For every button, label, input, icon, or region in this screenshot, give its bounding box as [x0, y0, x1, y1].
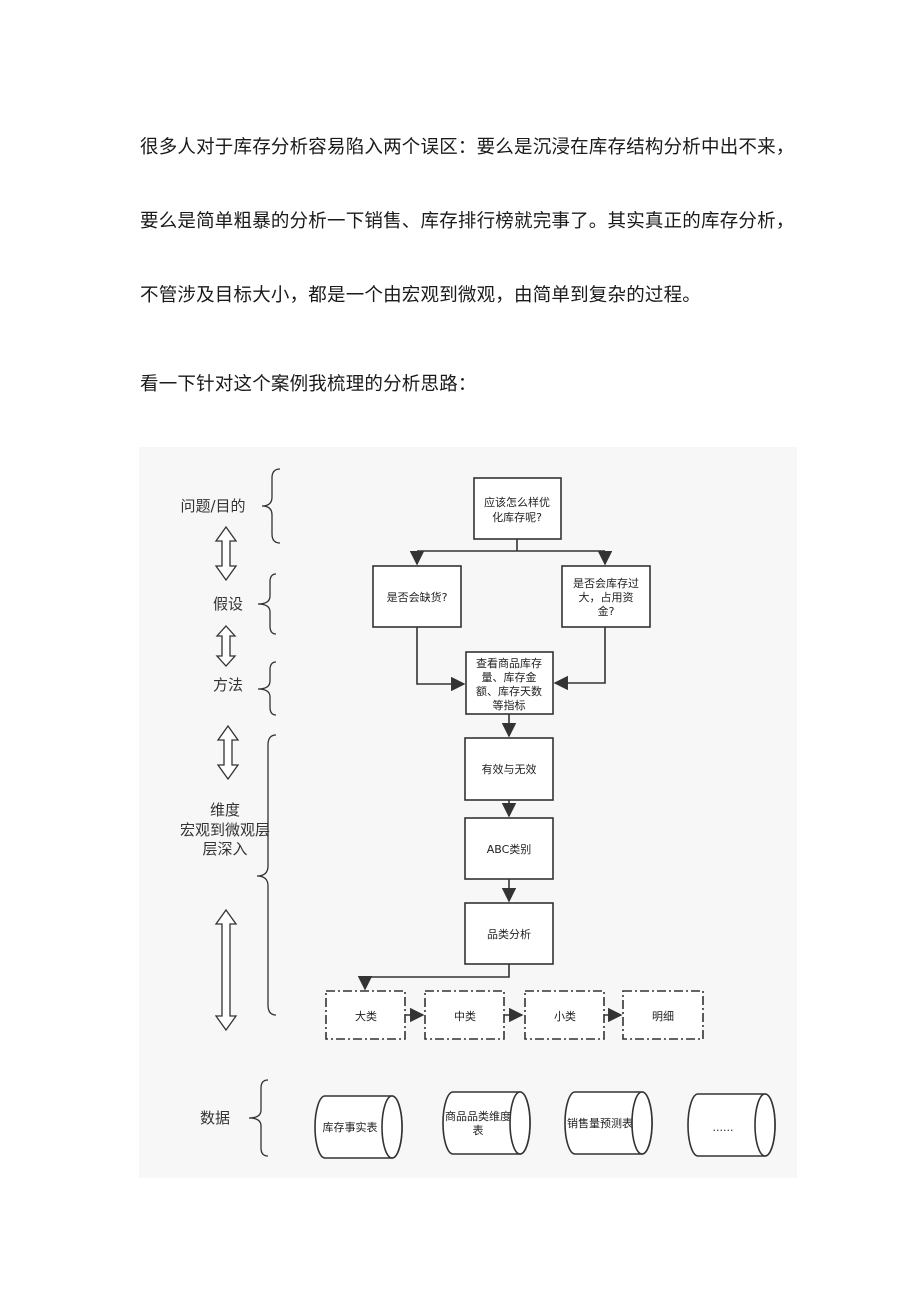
node-overstock	[561, 565, 651, 628]
node-abc-text: ABC类别	[487, 842, 532, 856]
edge-root-split	[417, 539, 605, 552]
edge-category-levels	[357, 964, 510, 991]
stage-hypothesis-label: 假设	[213, 595, 243, 613]
node-valid-text: 有效与无效	[482, 762, 537, 776]
intro-line-3: 不管涉及目标大小，都是一个由宏观到微观，由简单到复杂的过程。	[140, 285, 702, 306]
node-category	[464, 902, 554, 965]
brace-hypothesis	[257, 573, 277, 635]
level-box-4	[622, 990, 704, 1040]
node-metrics-text-4: 等指标	[493, 698, 526, 712]
node-metrics-text-3: 额、库存天数	[476, 684, 542, 698]
double-arrow-1	[214, 525, 238, 582]
node-abc	[464, 817, 554, 880]
brace-data	[248, 1079, 269, 1157]
data-source-cylinder-3	[564, 1091, 653, 1155]
node-root-text-2: 化库存呢?	[492, 510, 542, 524]
level-box-1	[325, 990, 406, 1040]
data-source-text-2a: 商品品类维度	[445, 1109, 511, 1123]
node-overstock-text-2: 大，占用资	[579, 590, 634, 604]
edge-shortage-metrics	[416, 627, 466, 692]
node-category-text: 品类分析	[487, 927, 531, 941]
data-source-text-3: 销售量预测表	[567, 1116, 633, 1130]
stage-dimension-label-1: 维度	[210, 801, 240, 819]
level-box-3	[524, 990, 605, 1040]
brace-goal	[261, 468, 281, 544]
intro-lead: 看一下针对这个案例我梳理的分析思路：	[140, 374, 477, 395]
stage-data-label: 数据	[200, 1109, 230, 1127]
level-text-1: 大类	[355, 1009, 377, 1023]
node-valid	[464, 737, 554, 801]
node-overstock-text-3: 金?	[598, 604, 615, 618]
level-text-3: 小类	[554, 1009, 576, 1023]
brace-method	[257, 661, 277, 716]
diagram-panel	[139, 447, 797, 1178]
brace-dimension	[256, 734, 277, 1016]
data-source-cylinder-1	[314, 1095, 403, 1159]
level-text-4: 明细	[652, 1010, 674, 1023]
edge-overstock-metrics	[553, 627, 606, 691]
node-root-text-1: 应该怎么样优	[484, 495, 550, 509]
node-metrics-text-2: 量、库存金	[482, 670, 537, 684]
node-metrics	[465, 651, 554, 715]
data-source-text-2b: 表	[473, 1123, 484, 1137]
level-box-2	[424, 990, 505, 1040]
stage-dimension-label-3: 层深入	[202, 840, 247, 858]
node-overstock-text-1: 是否会库存过	[573, 576, 639, 590]
data-source-text-4: ......	[713, 1121, 734, 1134]
double-arrow-4	[214, 908, 238, 1032]
intro-line-1: 很多人对于库存分析容易陷入两个误区：要么是沉浸在库存结构分析中出不来，	[140, 137, 795, 158]
node-metrics-text-1: 查看商品库存	[476, 656, 542, 670]
level-text-2: 中类	[454, 1009, 476, 1023]
stage-dimension-label-2: 宏观到微观层	[180, 821, 270, 839]
stage-method-label: 方法	[213, 676, 243, 694]
stage-goal-label: 问题/目的	[180, 497, 245, 515]
node-shortage-text: 是否会缺货?	[387, 590, 448, 604]
intro-line-2: 要么是简单粗暴的分析一下销售、库存排行榜就完事了。其实真正的库存分析，	[140, 211, 795, 232]
double-arrow-3	[216, 724, 240, 781]
data-source-text-1: 库存事实表	[323, 1120, 378, 1134]
data-source-cylinder-4	[687, 1093, 776, 1157]
double-arrow-2	[215, 625, 237, 667]
data-source-cylinder-2	[442, 1091, 531, 1155]
